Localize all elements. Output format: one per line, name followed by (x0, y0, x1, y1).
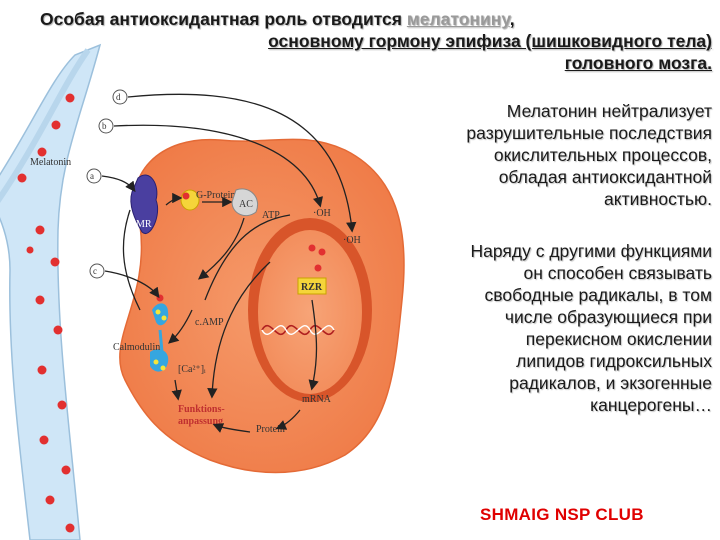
svg-text:b: b (102, 121, 107, 131)
blood-cells (17, 93, 75, 533)
svg-text:d: d (116, 92, 121, 102)
svg-text:·OH: ·OH (313, 208, 331, 219)
adenylate-cyclase (231, 188, 258, 217)
pathway-arrows (101, 93, 357, 433)
svg-text:Protein: Protein (256, 424, 285, 435)
pathway-markers: d b a c (86, 89, 128, 279)
svg-text:AC: AC (239, 199, 253, 210)
paragraph-antioxidant: Мелатонин нейтрализует разрушительные по… (466, 101, 712, 209)
rzr-receptor (297, 277, 327, 295)
svg-text:Calmodulin: Calmodulin (113, 342, 160, 353)
svg-text:MR: MR (136, 219, 152, 230)
title-line-1: Особая антиоксидантная роль отводится ме… (40, 9, 515, 29)
title-line-2: основному гормону эпифиза (шишковидного … (268, 31, 712, 51)
svg-text:ATP: ATP (262, 210, 280, 221)
svg-text:anpassung: anpassung (178, 416, 223, 427)
svg-text:·OH: ·OH (343, 235, 361, 246)
title-line-3: головного мозга. (564, 53, 712, 73)
svg-text:Funktions-: Funktions- (178, 404, 225, 415)
paragraph-free-radicals: Наряду с другими функциями он способен с… (470, 241, 713, 415)
svg-text:mRNA: mRNA (302, 394, 332, 405)
svg-text:c: c (93, 266, 97, 276)
svg-text:[Ca²⁺]ᵢ: [Ca²⁺]ᵢ (178, 364, 206, 375)
svg-text:RZR: RZR (301, 282, 323, 293)
blood-vessel (0, 43, 102, 540)
mr-receptor (130, 174, 158, 235)
club-signature: SHMAIG NSP CLUB (480, 505, 644, 524)
label-melatonin: Melatonin (30, 157, 71, 168)
svg-text:a: a (90, 171, 94, 181)
nucleus (248, 218, 372, 402)
title-highlight-melatonin: мелатонину (406, 9, 510, 29)
svg-text:G-Protein: G-Protein (196, 190, 235, 201)
svg-text:c.AMP: c.AMP (195, 317, 224, 328)
slide-title: Особая антиоксидантная роль отводится ме… (40, 8, 712, 74)
calmodulin (150, 303, 169, 372)
